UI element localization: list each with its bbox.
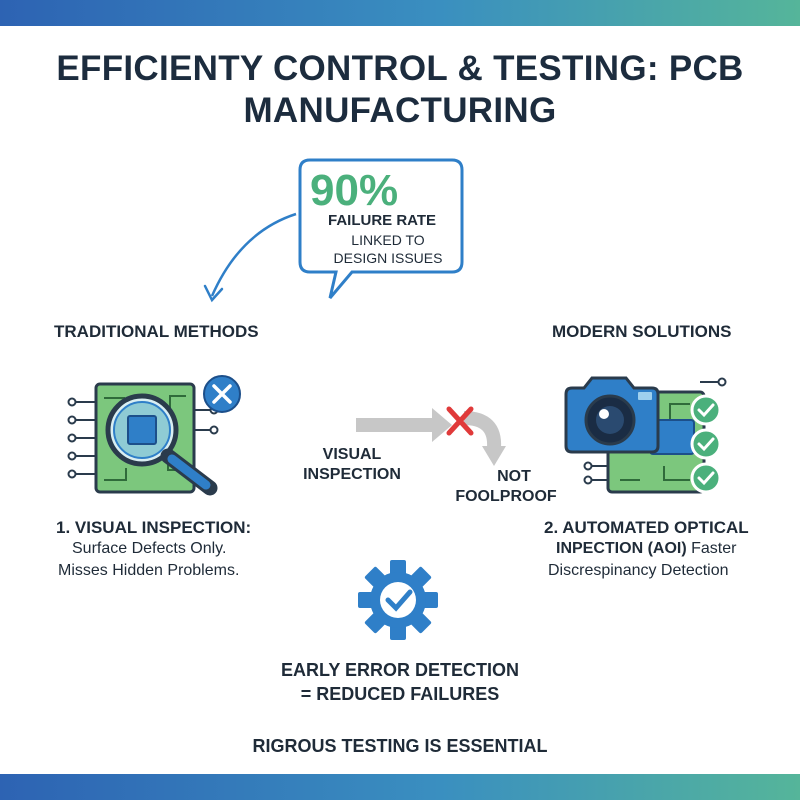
traditional-caption-title: 1. VISUAL INSPECTION: bbox=[56, 518, 252, 537]
fail-x-icon bbox=[446, 406, 474, 436]
flow-label-not: NOT bbox=[497, 468, 531, 485]
callout-bubble bbox=[298, 158, 464, 299]
top-gradient-bar bbox=[0, 0, 800, 26]
flow-arrow bbox=[356, 408, 506, 466]
footer-tagline: RIGROUS TESTING IS ESSENTIAL bbox=[252, 736, 548, 756]
flow-label-foolproof: FOOLPROOF bbox=[455, 488, 557, 505]
check-badge-icon bbox=[690, 394, 722, 494]
callout-arrow bbox=[203, 212, 297, 303]
flow-label-visual: VISUAL bbox=[322, 446, 382, 463]
flow-label-inspection: INSPECTION bbox=[303, 466, 401, 483]
modern-caption-line2: INPECTION (AOI) Faster bbox=[556, 540, 736, 558]
traditional-caption-line2: Misses Hidden Problems. bbox=[58, 562, 240, 579]
traditional-methods-heading: TRADITIONAL METHODS bbox=[54, 322, 259, 341]
failure-rate-sub-1: LINKED TO bbox=[351, 232, 425, 248]
magnifier-board-icon bbox=[67, 382, 219, 496]
aoi-label-rest: Faster bbox=[686, 540, 737, 557]
page-title: EFFICIENTY CONTROL & TESTING: PCB MANUFA… bbox=[56, 49, 744, 130]
failure-rate-label: FAILURE RATE bbox=[328, 212, 437, 229]
modern-caption-line3: Discrespinancy Detection bbox=[548, 562, 729, 579]
traditional-caption-line1: Surface Defects Only. bbox=[72, 540, 227, 557]
bottom-gradient-bar bbox=[0, 774, 800, 800]
failure-rate-sub-2: DESIGN ISSUES bbox=[333, 250, 443, 266]
aoi-label: INPECTION (AOI) bbox=[556, 540, 687, 557]
modern-solutions-heading: MODERN SOLUTIONS bbox=[552, 322, 732, 341]
detection-line1: EARLY ERROR DETECTION bbox=[280, 660, 520, 680]
gear-check-icon bbox=[358, 560, 438, 640]
failure-rate-stat: 90% bbox=[310, 166, 399, 215]
camera-board-icon bbox=[564, 376, 727, 494]
modern-caption-title: 2. AUTOMATED OPTICAL bbox=[544, 518, 749, 537]
x-badge-icon bbox=[203, 375, 241, 413]
detection-line2: = REDUCED FAILURES bbox=[300, 684, 500, 704]
